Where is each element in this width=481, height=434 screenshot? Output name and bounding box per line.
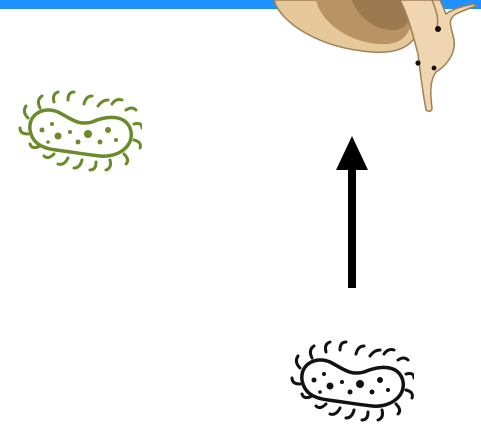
bacterium-icon (12, 88, 142, 180)
arrow-up-icon (330, 132, 374, 290)
bacterium-body (30, 110, 131, 156)
snail-eye (435, 26, 441, 32)
bacterium-body (302, 360, 403, 406)
arrow-head (336, 136, 368, 170)
arrow-shaft (348, 166, 356, 288)
snail-spot (432, 66, 437, 71)
snail-icon (260, 0, 481, 116)
bacterium-icon (284, 338, 414, 430)
snail-spot (415, 60, 420, 65)
